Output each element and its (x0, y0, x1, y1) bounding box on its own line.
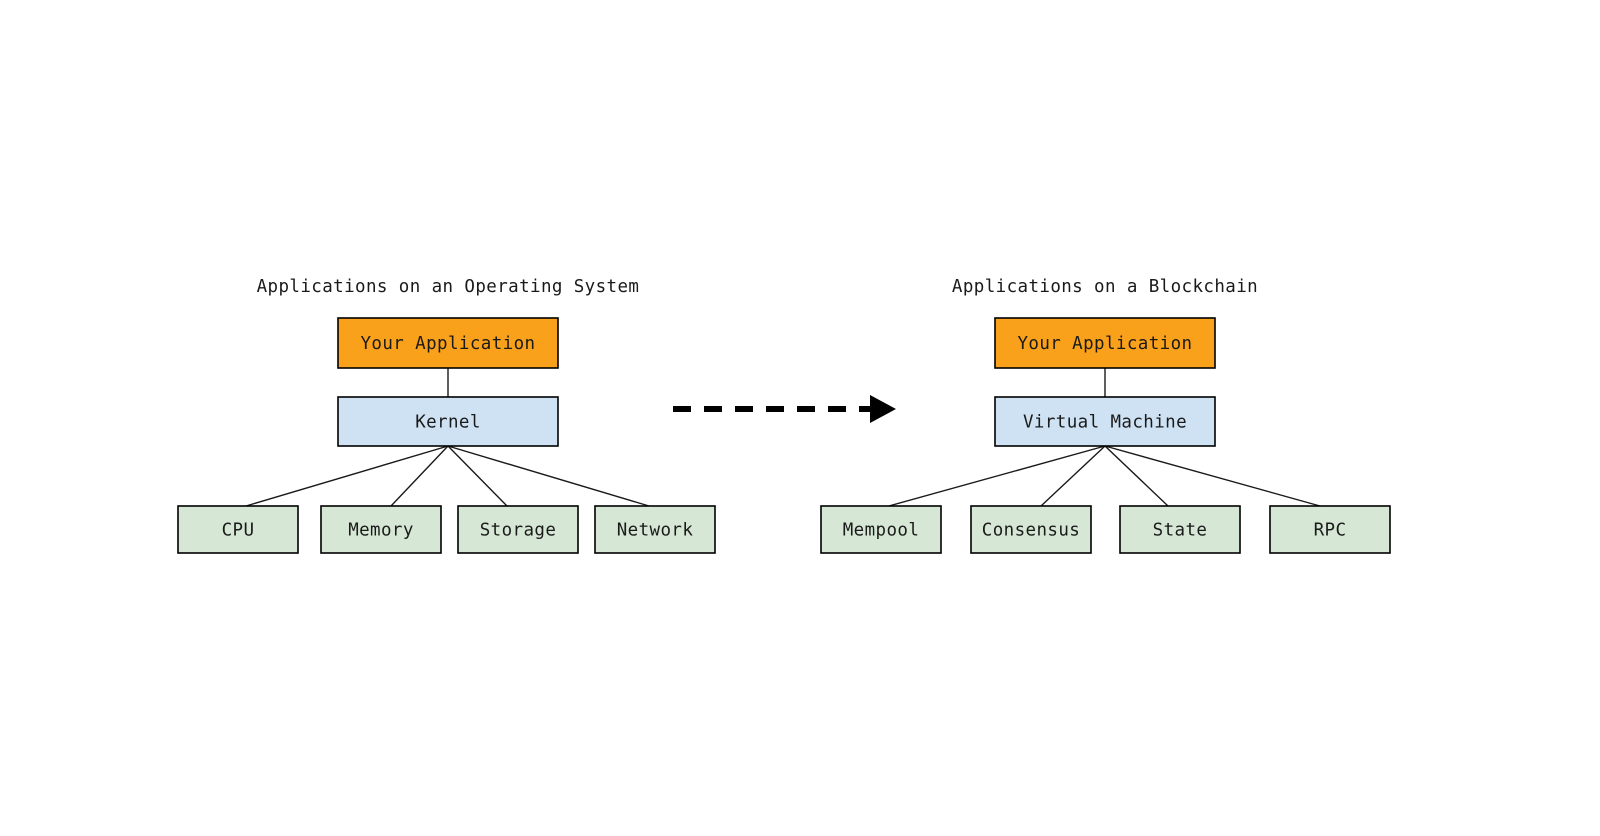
edge-platform-to-resource-2 (447, 445, 508, 507)
node-application-operating-system-rect (337, 317, 559, 369)
node-resource-blockchain-0: Mempool (820, 505, 942, 554)
node-resource-operating-system-1-label: Memory (348, 521, 414, 541)
node-platform-operating-system-label: Kernel (415, 413, 481, 433)
node-application-blockchain-label: Your Application (1018, 334, 1193, 354)
node-resource-blockchain-3-label: RPC (1314, 521, 1347, 541)
node-resource-operating-system-0: CPU (177, 505, 299, 554)
node-platform-blockchain: Virtual Machine (994, 396, 1216, 447)
edge-platform-to-resource-0 (245, 445, 449, 507)
edge-platform-to-resource-1 (390, 445, 449, 507)
node-resource-operating-system-2-rect (457, 505, 579, 554)
node-application-operating-system-label: Your Application (361, 334, 536, 354)
node-resource-operating-system-1: Memory (320, 505, 442, 554)
edge-platform-to-resource-3 (1104, 445, 1321, 507)
node-platform-operating-system: Kernel (337, 396, 559, 447)
node-resource-operating-system-0-rect (177, 505, 299, 554)
node-resource-operating-system-2: Storage (457, 505, 579, 554)
edges-operating-system (245, 368, 650, 507)
node-resource-operating-system-3-rect (594, 505, 716, 554)
panel-title-operating-system: Applications on an Operating System (257, 277, 640, 297)
node-resource-operating-system-0-label: CPU (222, 521, 255, 541)
node-resource-blockchain-3: RPC (1269, 505, 1391, 554)
edge-platform-to-resource-0 (888, 445, 1106, 507)
node-platform-blockchain-rect (994, 396, 1216, 447)
node-resource-operating-system-1-rect (320, 505, 442, 554)
node-platform-blockchain-label: Virtual Machine (1023, 413, 1187, 433)
panel-title-blockchain: Applications on a Blockchain (952, 277, 1258, 297)
node-resource-blockchain-2-label: State (1153, 521, 1208, 541)
node-resource-operating-system-3-label: Network (617, 521, 694, 541)
node-resource-operating-system-2-label: Storage (480, 521, 557, 541)
edge-platform-to-resource-3 (447, 445, 650, 507)
edge-platform-to-resource-1 (1040, 445, 1106, 507)
node-resource-blockchain-1: Consensus (970, 505, 1092, 554)
node-resource-blockchain-0-rect (820, 505, 942, 554)
node-resource-blockchain-0-label: Mempool (843, 521, 920, 541)
os-to-blockchain-arrow (673, 395, 896, 423)
edges-blockchain (888, 368, 1321, 507)
panel-operating-system: Applications on an Operating SystemYour … (177, 277, 716, 554)
node-resource-blockchain-3-rect (1269, 505, 1391, 554)
edge-platform-to-resource-2 (1104, 445, 1169, 507)
node-application-blockchain-rect (994, 317, 1216, 369)
node-platform-operating-system-rect (337, 396, 559, 447)
node-resource-blockchain-2: State (1119, 505, 1241, 554)
node-resource-blockchain-1-label: Consensus (982, 521, 1080, 541)
node-resource-blockchain-2-rect (1119, 505, 1241, 554)
node-application-blockchain: Your Application (994, 317, 1216, 369)
arrow-head-icon (870, 395, 896, 423)
node-application-operating-system: Your Application (337, 317, 559, 369)
node-resource-operating-system-3: Network (594, 505, 716, 554)
node-resource-blockchain-1-rect (970, 505, 1092, 554)
